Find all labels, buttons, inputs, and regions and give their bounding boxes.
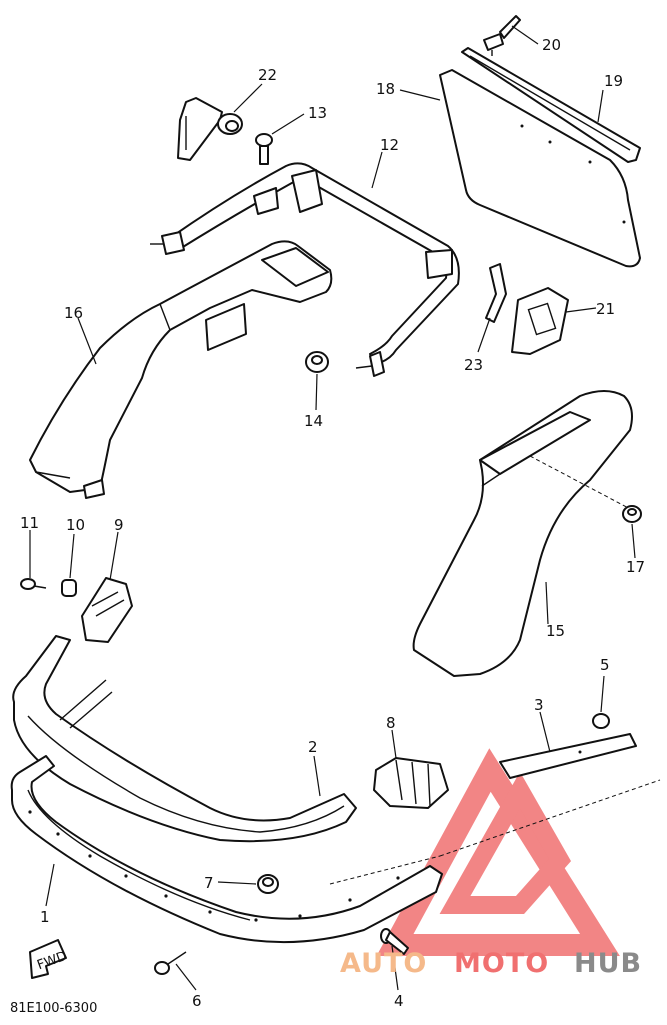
part-7-nut (257, 874, 279, 894)
part-3-side-strip (499, 733, 637, 779)
callout-9: 9 (114, 516, 124, 534)
part-6-screw (154, 951, 187, 975)
callout-18: 18 (376, 80, 395, 98)
callout-5: 5 (600, 656, 610, 674)
part-10-collar (61, 579, 77, 597)
callout-2: 2 (308, 738, 318, 756)
part-13-bolt (255, 133, 273, 165)
part-18-plate (439, 69, 641, 268)
part-5-grommet (592, 713, 610, 729)
part-1-lower-bumper (10, 755, 661, 944)
diagram-code: 81E100-6300 (10, 1001, 97, 1016)
callout-11: 11 (20, 514, 39, 532)
part-12-frame (150, 162, 460, 377)
part-9-clip (81, 577, 133, 643)
part-4-rivet (380, 928, 409, 955)
part-16-left-cover (29, 240, 333, 499)
callout-8: 8 (386, 714, 396, 732)
callout-23: 23 (464, 356, 483, 374)
part-21-lock (511, 287, 569, 355)
callout-1: 1 (40, 908, 50, 926)
callout-7: 7 (204, 874, 214, 892)
part-20-rivet (483, 15, 521, 56)
part-17-nut (622, 505, 642, 523)
callout-16: 16 (64, 304, 83, 322)
watermark-text-moto: MOTO (454, 948, 549, 979)
callout-3: 3 (534, 696, 544, 714)
part-8-damper (373, 757, 449, 809)
watermark-text-hub: HUB (574, 948, 642, 979)
part-15-right-cover (412, 390, 637, 677)
callout-20: 20 (542, 36, 561, 54)
callout-21: 21 (596, 300, 615, 318)
callout-4: 4 (394, 992, 404, 1010)
callout-14: 14 (304, 412, 323, 430)
part-11-screw (20, 578, 47, 590)
part-22-bracket (177, 97, 243, 161)
part-23-strap (485, 263, 507, 323)
leader-lines (29, 25, 636, 991)
callout-15: 15 (546, 622, 565, 640)
callout-10: 10 (66, 516, 85, 534)
callout-12: 12 (380, 136, 399, 154)
part-19-seal-strip (461, 47, 641, 163)
callout-labels: 20 19 18 22 13 12 16 14 23 21 15 17 11 1… (20, 36, 645, 1010)
callout-19: 19 (604, 72, 623, 90)
callout-13: 13 (308, 104, 327, 122)
callout-17: 17 (626, 558, 645, 576)
callout-22: 22 (258, 66, 277, 84)
part-14-grommet (305, 351, 329, 373)
callout-6: 6 (192, 992, 202, 1010)
part-2-upper-rail (12, 635, 357, 843)
watermark-text-auto: AUTO (340, 948, 427, 979)
fwd-arrow: FWD (29, 939, 69, 979)
watermark-text: AUTO MOTO HUB (340, 948, 642, 979)
watermark-logo (376, 748, 620, 956)
